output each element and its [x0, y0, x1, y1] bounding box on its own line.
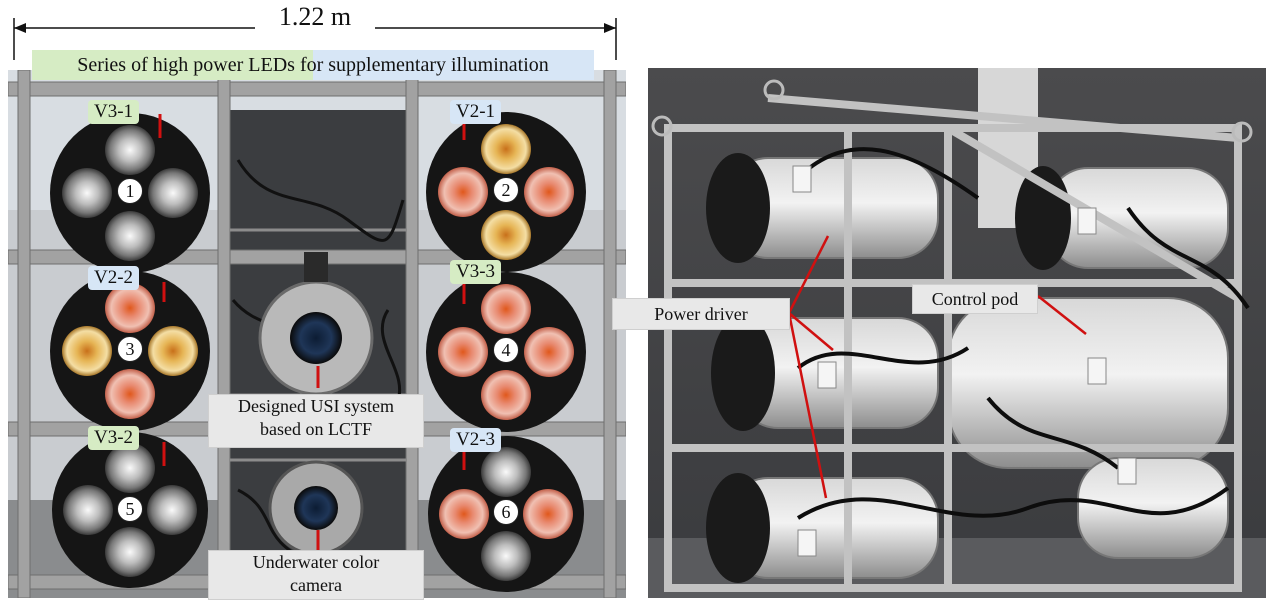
right-photo-panel: [648, 68, 1266, 598]
left-photo-panel: [8, 70, 626, 598]
control-pod-label: Control pod: [912, 284, 1038, 314]
module-tag-v3-2: V3-2: [88, 426, 140, 450]
module-tag-v2-3: V2-3: [450, 428, 502, 452]
usi-system-label: Designed USI system based on LCTF: [208, 394, 424, 448]
power-driver-label: Power driver: [612, 298, 790, 330]
led-series-banner: Series of high power LEDs for supplement…: [32, 50, 594, 80]
module-number-3: 3: [117, 336, 143, 362]
module-number-4: 4: [493, 337, 519, 363]
dimension-label: 1.22 m: [255, 0, 375, 34]
module-number-6: 6: [493, 499, 519, 525]
module-number-1: 1: [117, 178, 143, 204]
control-pod-illustration: [648, 68, 1266, 598]
camera-label: Underwater color camera: [208, 550, 424, 600]
module-tag-v3-3: V3-3: [450, 260, 502, 284]
usi-rig-illustration: [8, 70, 626, 598]
module-tag-v2-2: V2-2: [88, 266, 140, 290]
module-number-5: 5: [117, 496, 143, 522]
module-tag-v2-1: V2-1: [450, 100, 502, 124]
module-number-2: 2: [493, 177, 519, 203]
module-tag-v3-1: V3-1: [88, 100, 140, 124]
